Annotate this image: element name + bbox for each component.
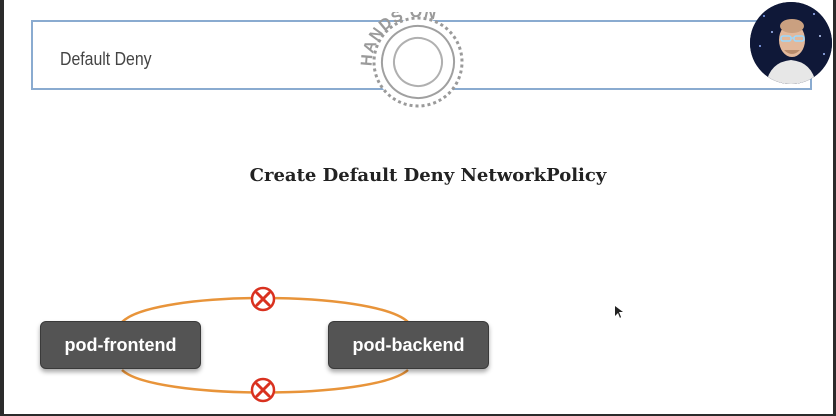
presenter-video-icon — [750, 2, 832, 84]
header-title: Default Deny — [60, 49, 152, 69]
presenter-avatar — [750, 2, 832, 84]
slide-title: Create Default Deny NetworkPolicy — [249, 165, 607, 186]
pod-backend-box: pod-backend — [328, 321, 489, 369]
slide-canvas: Default Deny HANDS ON — [4, 0, 833, 414]
connection-diagram — [121, 286, 409, 403]
pod-frontend-box: pod-frontend — [40, 321, 201, 369]
hands-on-stamp-icon: HANDS ON — [360, 12, 464, 108]
deny-bottom-icon — [250, 377, 276, 403]
deny-top-icon — [250, 286, 276, 312]
mouse-cursor-icon — [615, 306, 623, 318]
